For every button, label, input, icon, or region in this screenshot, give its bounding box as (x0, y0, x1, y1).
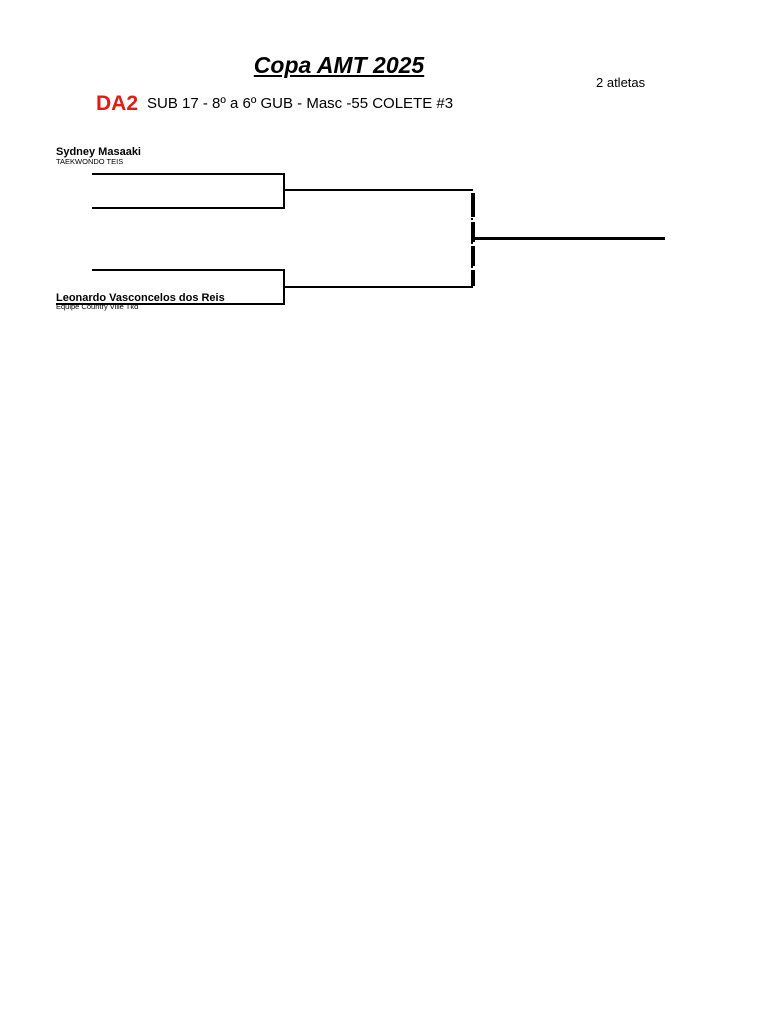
athlete-2-name: Leonardo Vasconcelos dos Reis (56, 292, 225, 304)
bracket-final-seg-3 (471, 246, 475, 266)
bracket-final-seg-2 (471, 222, 475, 242)
athlete-2-team: Equipe Country Ville Tkd (56, 302, 139, 311)
bracket-code: DA2 (96, 92, 139, 115)
bracket-line-2-top (92, 269, 285, 271)
bracket-final-seg-4 (471, 270, 475, 286)
page-title: Copa AMT 2025 (253, 52, 425, 78)
category-label: SUB 17 - 8º a 6º GUB - Masc -55 COLETE #… (147, 95, 454, 112)
bracket-line-2-bottom (56, 303, 285, 305)
bracket-line-1-bottom (92, 207, 285, 209)
athlete-1-name: Sydney Masaaki (56, 146, 141, 158)
bracket-line-1-vertical (283, 173, 285, 209)
bracket-final-seg-1 (471, 193, 475, 217)
athlete-count: 2 atletas (596, 75, 646, 90)
bracket-line-1-top (92, 173, 285, 175)
athlete-1-team: TAEKWONDO TEIS (56, 157, 124, 166)
bracket-line-1-out (283, 189, 473, 191)
bracket-winner-line (475, 237, 665, 240)
bracket-line-2-out (283, 286, 473, 288)
